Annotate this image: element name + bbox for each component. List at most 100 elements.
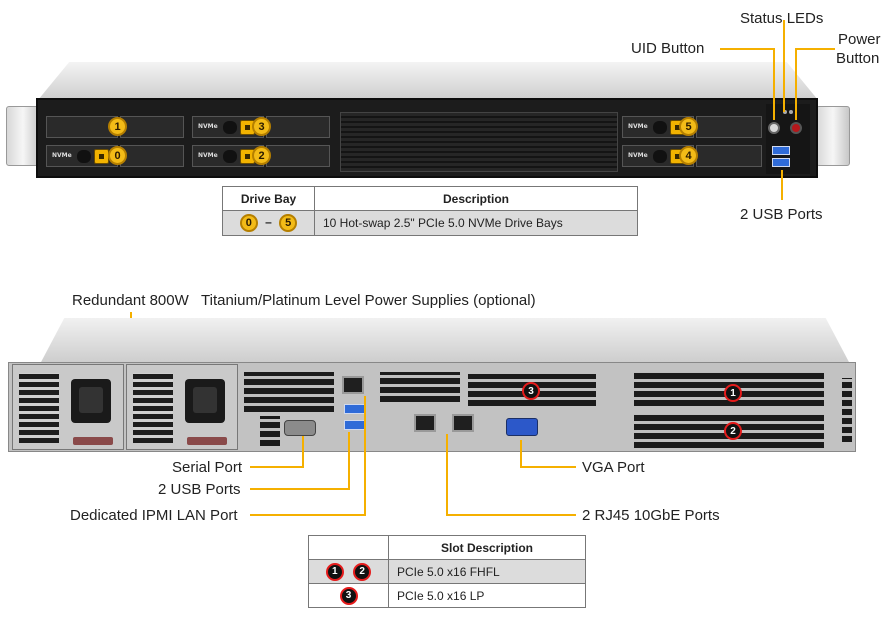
pcie-slot-3-badge: 3 [522,382,540,400]
slot-badge: 3 [339,586,358,605]
drive-bay-filler-bottom [120,145,184,167]
drive-bay-filler-top-2 [266,116,330,138]
uid-button-label: UID Button [631,40,705,57]
status-leds-label: Status LEDs [740,10,824,27]
drive-bay-filler-right-bottom [696,145,762,167]
description-header: Description [314,186,638,211]
psu-label-part1: Redundant 800W [72,292,189,309]
drive-bay-number-badge: 2 [252,146,271,165]
drive-bay-table: Drive Bay Description 0 – 5 10 Hot-swap … [222,186,638,236]
rj45-10gbe-port-2[interactable] [452,414,474,432]
rear-usb-port-2[interactable] [344,420,366,430]
drive-bay-filler-top [120,116,184,138]
slot-badge-header [308,535,389,560]
power-button[interactable] [790,122,802,134]
ipmi-lan-port[interactable] [342,376,364,394]
ac-inlet-icon [71,379,111,423]
front-usb-port-1[interactable] [772,146,790,155]
uid-button[interactable] [768,122,780,134]
callout-line [250,466,304,468]
callout-line [520,466,576,468]
rear-vent [244,372,334,412]
callout-line [795,48,797,120]
slot-badge: 2 [353,562,372,581]
serial-port-label: Serial Port [172,459,243,476]
callout-line [781,170,783,200]
front-left-rack-ear [6,106,40,166]
drive-bay-filler-right-top [696,116,762,138]
callout-line [520,440,522,468]
front-usb-ports-label: 2 USB Ports [740,206,823,223]
slot-badges-cell: 1 2 [308,559,389,584]
rj45-ports-label: 2 RJ45 10GbE Ports [582,507,720,524]
drive-bay-description: 10 Hot-swap 2.5" PCIe 5.0 NVMe Drive Bay… [314,210,638,236]
front-usb-port-2[interactable] [772,158,790,167]
status-led-icon [789,110,793,114]
rj45-10gbe-port-1[interactable] [414,414,436,432]
slot-description: PCIe 5.0 x16 LP [388,583,586,608]
slot-badges-cell: 3 [308,583,389,608]
slot-description-header: Slot Description [388,535,586,560]
drive-bay-4[interactable]: NVMe [622,145,694,167]
vga-port[interactable] [506,418,538,436]
ac-inlet-icon [185,379,225,423]
ipmi-lan-port-label: Dedicated IPMI LAN Port [70,507,238,524]
rear-vent [260,416,280,446]
callout-line [348,432,350,490]
slot-description: PCIe 5.0 x16 FHFL [388,559,586,584]
nvme-label: NVMe [52,152,72,159]
drive-bay-5[interactable]: NVMe [622,116,694,138]
slot-description-table: Slot Description 1 2 PCIe 5.0 x16 FHFL 3… [308,535,586,608]
range-dash: – [265,215,272,230]
serial-port[interactable] [284,420,316,436]
drive-bay-number-badge: 5 [679,117,698,136]
drive-bay-badge: 0 [239,214,258,232]
callout-line [446,514,576,516]
callout-line [720,48,774,50]
status-led-icon [783,110,787,114]
callout-line [446,434,448,516]
nvme-label: NVMe [198,152,218,159]
nvme-label: NVMe [198,123,218,130]
nvme-label: NVMe [628,123,648,130]
callout-line [773,48,775,120]
front-top-cover [38,62,818,100]
drive-bay-range-cell: 0 – 5 [222,210,315,236]
drive-bay-number-badge: 3 [252,117,271,136]
drive-bay-number-badge: 4 [679,146,698,165]
nvme-label: NVMe [628,152,648,159]
vga-port-label: VGA Port [582,459,645,476]
front-right-rack-ear [816,106,850,166]
power-button-label-line2: Button [836,50,880,67]
psu-label-part2: Titanium/Platinum Level Power Supplies (… [201,292,536,309]
rear-vent [842,378,852,442]
pcie-slot-1-badge: 1 [724,384,742,402]
slot-badge: 1 [325,562,344,581]
drive-bay-badge: 5 [279,214,298,232]
table-row: 3 PCIe 5.0 x16 LP [308,583,586,608]
front-fan-grille [340,112,618,172]
callout-line [783,20,785,112]
psu-handle[interactable] [73,437,113,445]
callout-line [250,514,366,516]
callout-line [250,488,350,490]
pcie-slot-2-badge: 2 [724,422,742,440]
power-supply-2[interactable] [126,364,238,450]
rear-vent [380,372,460,402]
table-row: 1 2 PCIe 5.0 x16 FHFL [308,559,586,584]
rear-usb-ports-label: 2 USB Ports [158,481,241,498]
rear-usb-port-1[interactable] [344,404,366,414]
drive-bay-header: Drive Bay [222,186,315,211]
rear-top-cover [40,318,850,364]
drive-bay-0[interactable]: NVMe [46,145,118,167]
drive-bay-number-badge: 0 [108,146,127,165]
power-button-label-line1: Power [838,31,881,48]
power-supply-1[interactable] [12,364,124,450]
drive-bay-2[interactable]: NVMe [192,145,264,167]
callout-line [302,436,304,468]
drive-bay-number-badge: 1 [108,117,127,136]
psu-handle[interactable] [187,437,227,445]
drive-bay-filler-bottom-2 [266,145,330,167]
callout-line [795,48,835,50]
drive-release-lever[interactable] [94,149,109,164]
